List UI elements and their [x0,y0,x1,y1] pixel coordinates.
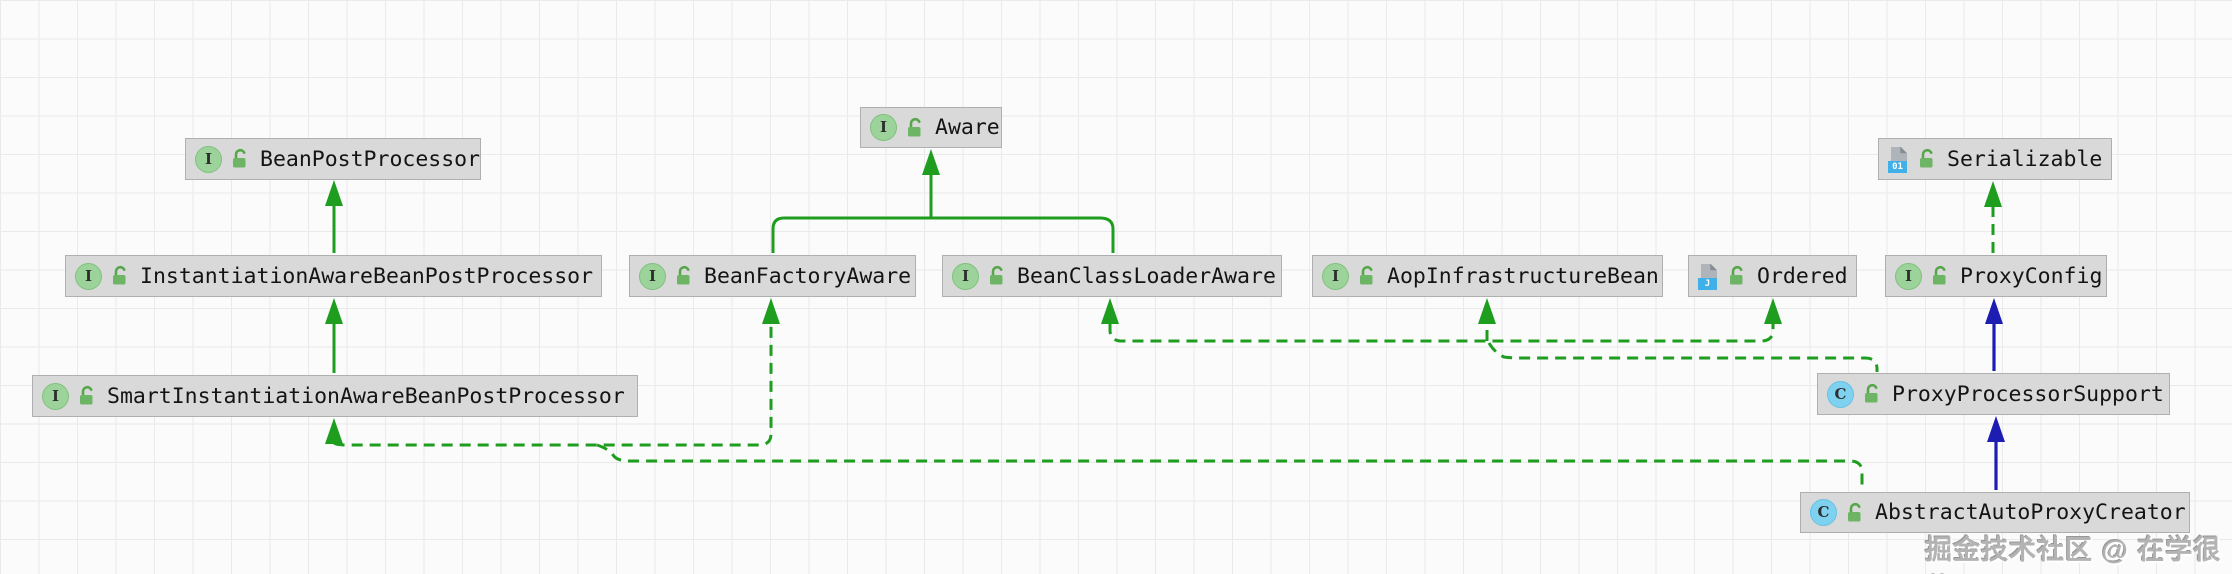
edge-proxyconfig-implements-serializable [1984,181,2002,253]
node-label: SmartInstantiationAwareBeanPostProcessor [107,383,625,409]
node-label: InstantiationAwareBeanPostProcessor [140,263,594,289]
interface-icon: I [195,145,222,173]
edge-aapc-extends-pps [1987,416,2005,490]
node-label: Ordered [1757,263,1848,289]
interface-icon: I [1322,262,1349,290]
open-lock-icon [1356,264,1377,288]
node-instantiationawarebeanpostprocessor[interactable]: I InstantiationAwareBeanPostProcessor [65,255,602,297]
open-lock-icon [673,264,694,288]
open-lock-icon [1929,264,1950,288]
java-badge: J [1698,277,1717,290]
edge-pps-implements-bcla-aopinfra-ordered [1101,298,1879,372]
library-file-icon: J [1698,263,1719,290]
node-label: BeanFactoryAware [704,263,912,289]
interface-icon: I [1895,262,1922,290]
node-label: BeanPostProcessor [260,146,481,172]
edge-aapc-implements-smart-and-beanfactoryaware [325,298,1864,491]
binary-badge: 01 [1888,160,1907,173]
node-beanclassloaderaware[interactable]: I BeanClassLoaderAware [942,255,1282,297]
edge-aware-children-bracket [771,149,1115,253]
open-lock-icon [229,147,250,171]
open-lock-icon [76,384,97,408]
node-label: AopInfrastructureBean [1387,263,1659,289]
interface-icon: I [639,262,666,290]
open-lock-icon [1726,264,1747,288]
edge-smart-extends-instantiation [325,298,343,373]
interface-icon: I [75,262,102,290]
node-serializable[interactable]: 01 Serializable [1878,138,2112,180]
node-label: ProxyProcessorSupport [1892,381,2164,407]
node-label: ProxyConfig [1960,263,2103,289]
node-label: Aware [935,115,1000,140]
open-lock-icon [1916,147,1937,171]
edge-pps-extends-proxyconfig [1985,298,2003,371]
interface-icon: I [42,382,69,410]
open-lock-icon [986,264,1007,288]
open-lock-icon [1861,382,1882,406]
open-lock-icon [904,116,925,140]
node-proxyprocessorsupport[interactable]: C ProxyProcessorSupport [1817,373,2170,415]
open-lock-icon [109,264,130,288]
node-label: Serializable [1947,146,2103,172]
node-proxyconfig[interactable]: I ProxyConfig [1885,255,2107,297]
node-abstractautoproxycreator[interactable]: C AbstractAutoProxyCreator [1800,492,2190,533]
node-label: AbstractAutoProxyCreator [1875,500,2186,525]
node-beanfactoryaware[interactable]: I BeanFactoryAware [629,255,916,297]
node-ordered[interactable]: J Ordered [1688,255,1857,297]
node-smartinstantiationawarebeanpostprocessor[interactable]: I SmartInstantiationAwareBeanPostProcess… [32,375,638,417]
watermark: 掘金技术社区 @ 在学很菜 [1925,535,2222,565]
node-aopinfrastructurebean[interactable]: I AopInfrastructureBean [1312,255,1663,297]
node-label: BeanClassLoaderAware [1017,263,1276,289]
abstract-class-icon: C [1810,499,1837,526]
library-file-icon: 01 [1888,146,1909,173]
node-beanpostprocessor[interactable]: I BeanPostProcessor [185,138,481,180]
class-icon: C [1827,380,1854,408]
open-lock-icon [1844,501,1865,525]
interface-icon: I [870,114,897,141]
node-aware[interactable]: I Aware [860,107,1002,148]
interface-icon: I [952,262,979,290]
edge-instantiation-extends-beanpostprocessor [325,180,343,253]
